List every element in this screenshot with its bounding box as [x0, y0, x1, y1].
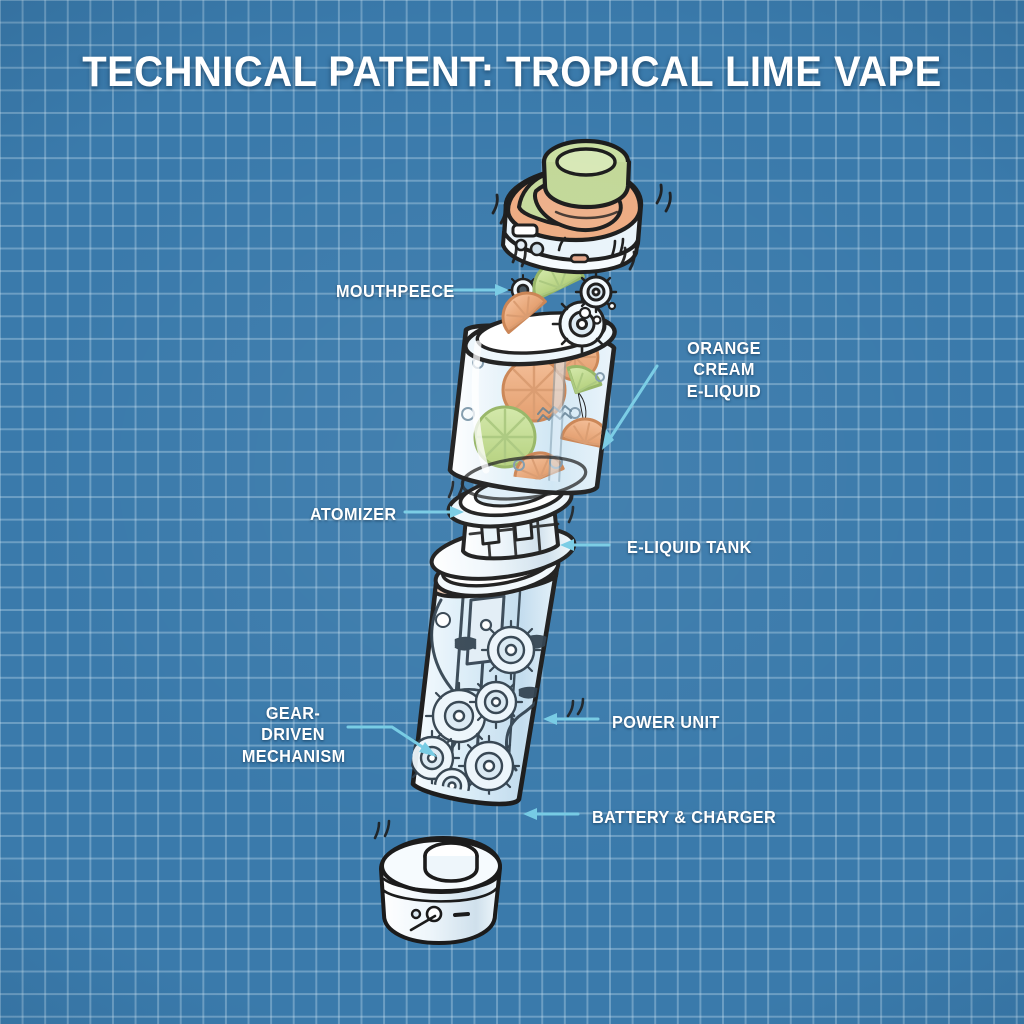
arrow-atomizer [403, 506, 464, 518]
part-eliquid-tank [447, 293, 617, 501]
callout-label-e-liquid-tank: E-LIQUID TANK [627, 537, 752, 557]
part-mouthpiece [491, 138, 672, 275]
arrow-mouthpiece [442, 284, 509, 296]
page-title: TECHNICAL PATENT: TROPICAL LIME VAPE [82, 48, 942, 96]
callout-label-power-unit: POWER UNIT [612, 712, 720, 732]
leader-gear-mechanism [346, 725, 437, 757]
part-battery-charger [373, 819, 502, 945]
callout-label-orange-cream-e-liquid: ORANGE CREAM E-LIQUID [686, 338, 762, 401]
leader-eliquid [602, 364, 659, 450]
callout-label-atomizer: ATOMIZER [310, 504, 397, 524]
arrow-eliquid-tank [560, 539, 611, 551]
arrow-battery-charger [523, 808, 580, 820]
fruit-lime-slice [473, 405, 537, 469]
callout-label-battery-charger: BATTERY & CHARGER [592, 807, 777, 827]
callout-arrows [346, 284, 659, 820]
arrow-power-unit [543, 713, 600, 725]
callout-label-mouthpiece: MOUTHPEECE [336, 281, 455, 301]
callout-label-gear-driven-mechanism: GEAR-DRIVEN MECHANISM [241, 703, 346, 766]
